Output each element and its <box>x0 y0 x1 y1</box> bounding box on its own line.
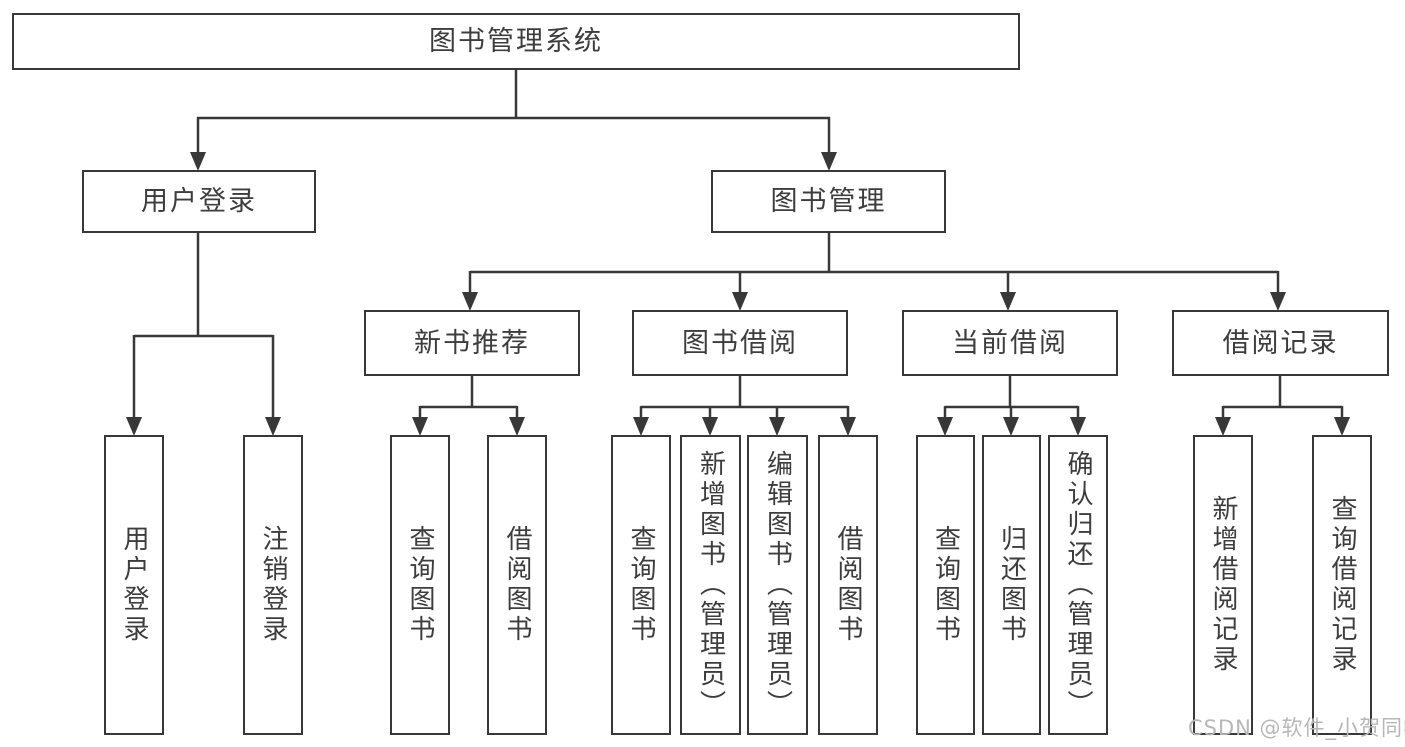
node-label: 查询图书 <box>930 525 961 645</box>
node-label: 当前借阅 <box>952 327 1068 359</box>
leaf-add-borrow-record: 新增借阅记录 <box>1193 435 1253 735</box>
arrow-down-icon <box>769 417 785 436</box>
node-label: 用户登录 <box>141 186 257 217</box>
arrow-down-icon <box>937 417 953 436</box>
arrow-down-icon <box>462 292 478 311</box>
arrow-down-icon <box>1003 417 1019 436</box>
leaf-query-books-borrowing: 查询图书 <box>611 435 671 735</box>
node-label: 查询图书 <box>405 525 435 645</box>
arrow-down-icon <box>1334 417 1350 436</box>
node-label: 用户登录 <box>119 525 149 645</box>
arrow-down-icon <box>190 152 206 171</box>
node-book-management: 图书管理 <box>711 170 946 233</box>
leaf-logout: 注销登录 <box>243 435 303 735</box>
csdn-watermark: CSDN @软件_小贺同学 <box>1188 716 1405 740</box>
node-current-borrowing: 当前借阅 <box>902 310 1118 376</box>
node-label: 借阅记录 <box>1222 327 1339 359</box>
leaf-user-login: 用户登录 <box>104 435 164 735</box>
leaf-borrow-books: 借阅图书 <box>818 435 878 735</box>
arrow-down-icon <box>821 152 837 171</box>
arrow-down-icon <box>412 417 428 436</box>
node-label: 图书借阅 <box>682 327 798 359</box>
leaf-return-book: 归还图书 <box>982 435 1041 735</box>
arrow-down-icon <box>702 417 718 436</box>
node-new-book-recommendation: 新书推荐 <box>364 310 580 376</box>
leaf-confirm-return-admin: 确认归还（管理员） <box>1048 435 1108 735</box>
node-label: 查询图书 <box>626 525 656 645</box>
leaf-query-borrow-record: 查询借阅记录 <box>1312 435 1372 735</box>
arrow-down-icon <box>732 292 748 311</box>
node-label: 归还图书 <box>996 525 1027 645</box>
node-user-login: 用户登录 <box>82 170 316 233</box>
leaf-edit-book-admin: 编辑图书（管理员） <box>747 435 808 735</box>
arrow-down-icon <box>1000 292 1016 311</box>
node-label: 注销登录 <box>258 525 288 645</box>
node-label: 新增借阅记录 <box>1208 495 1238 675</box>
leaf-query-books-current: 查询图书 <box>916 435 975 735</box>
arrow-down-icon <box>1215 417 1231 436</box>
arrow-down-icon <box>840 417 856 436</box>
arrow-down-icon <box>265 417 281 436</box>
node-book-borrowing: 图书借阅 <box>632 310 848 376</box>
node-label: 图书管理系统 <box>429 26 603 57</box>
node-borrowing-records: 借阅记录 <box>1172 310 1389 376</box>
node-library-management-system: 图书管理系统 <box>12 13 1020 70</box>
node-label: 图书管理 <box>770 186 887 217</box>
node-label: 借阅图书 <box>833 525 863 645</box>
leaf-borrow-books-recommend: 借阅图书 <box>487 435 547 735</box>
node-label: 借阅图书 <box>502 525 532 645</box>
arrow-down-icon <box>1070 417 1086 436</box>
node-label: 编辑图书（管理员） <box>762 450 793 720</box>
node-label: 新增图书（管理员） <box>695 450 726 720</box>
node-label: 查询借阅记录 <box>1327 495 1357 675</box>
arrow-down-icon <box>126 417 142 436</box>
leaf-query-books-recommend: 查询图书 <box>390 435 450 735</box>
arrow-down-icon <box>633 417 649 436</box>
leaf-add-book-admin: 新增图书（管理员） <box>680 435 741 735</box>
node-label: 新书推荐 <box>414 327 530 359</box>
node-label: 确认归还（管理员） <box>1063 450 1093 720</box>
arrow-down-icon <box>1270 292 1286 311</box>
arrow-down-icon <box>509 417 525 436</box>
